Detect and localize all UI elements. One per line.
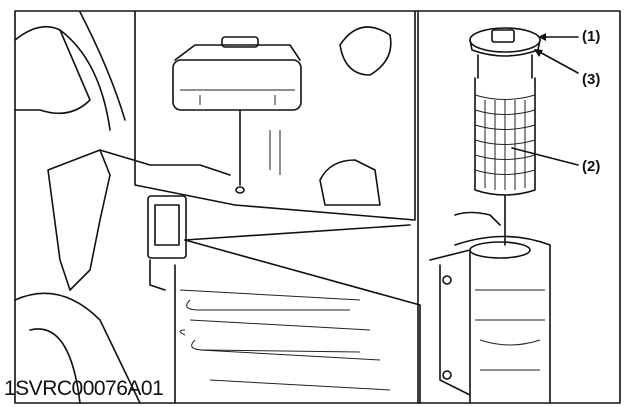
callout-3-label: (3)	[582, 71, 601, 88]
figure-code: 1SVRC00076A01	[4, 377, 164, 400]
callout-leaders	[511, 33, 579, 166]
figure-frame	[14, 10, 621, 404]
callout-2-label: (2)	[582, 158, 601, 175]
filter-housing-drawing	[429, 211, 551, 404]
toolbox-inset	[134, 11, 416, 221]
callout-1-label: (1)	[582, 28, 601, 45]
machine-interior-drawing	[14, 11, 421, 404]
filter-element-drawing	[469, 27, 541, 246]
